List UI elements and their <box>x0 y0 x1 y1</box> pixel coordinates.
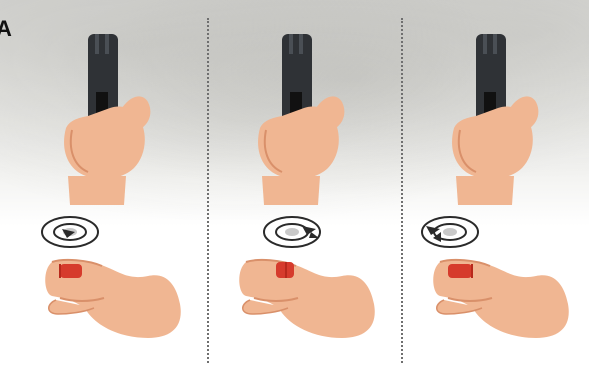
panel-2-illustration <box>206 0 402 365</box>
panel-2 <box>206 0 402 365</box>
trigger-finger-hand-icon <box>45 260 181 338</box>
trigger-finger-hand-icon <box>433 260 569 338</box>
target-icon <box>264 217 320 247</box>
panel-3-illustration <box>400 0 589 365</box>
panel-3 <box>400 0 589 365</box>
target-icon <box>42 217 98 247</box>
panel-1-illustration <box>12 0 208 365</box>
panel-1 <box>12 0 208 365</box>
grip-hand-icon <box>64 96 150 205</box>
corner-letter: A <box>0 18 12 40</box>
grip-hand-icon <box>258 96 344 205</box>
target-icon <box>422 217 478 247</box>
trigger-finger-hand-icon <box>239 260 375 338</box>
grip-hand-icon <box>452 96 538 205</box>
